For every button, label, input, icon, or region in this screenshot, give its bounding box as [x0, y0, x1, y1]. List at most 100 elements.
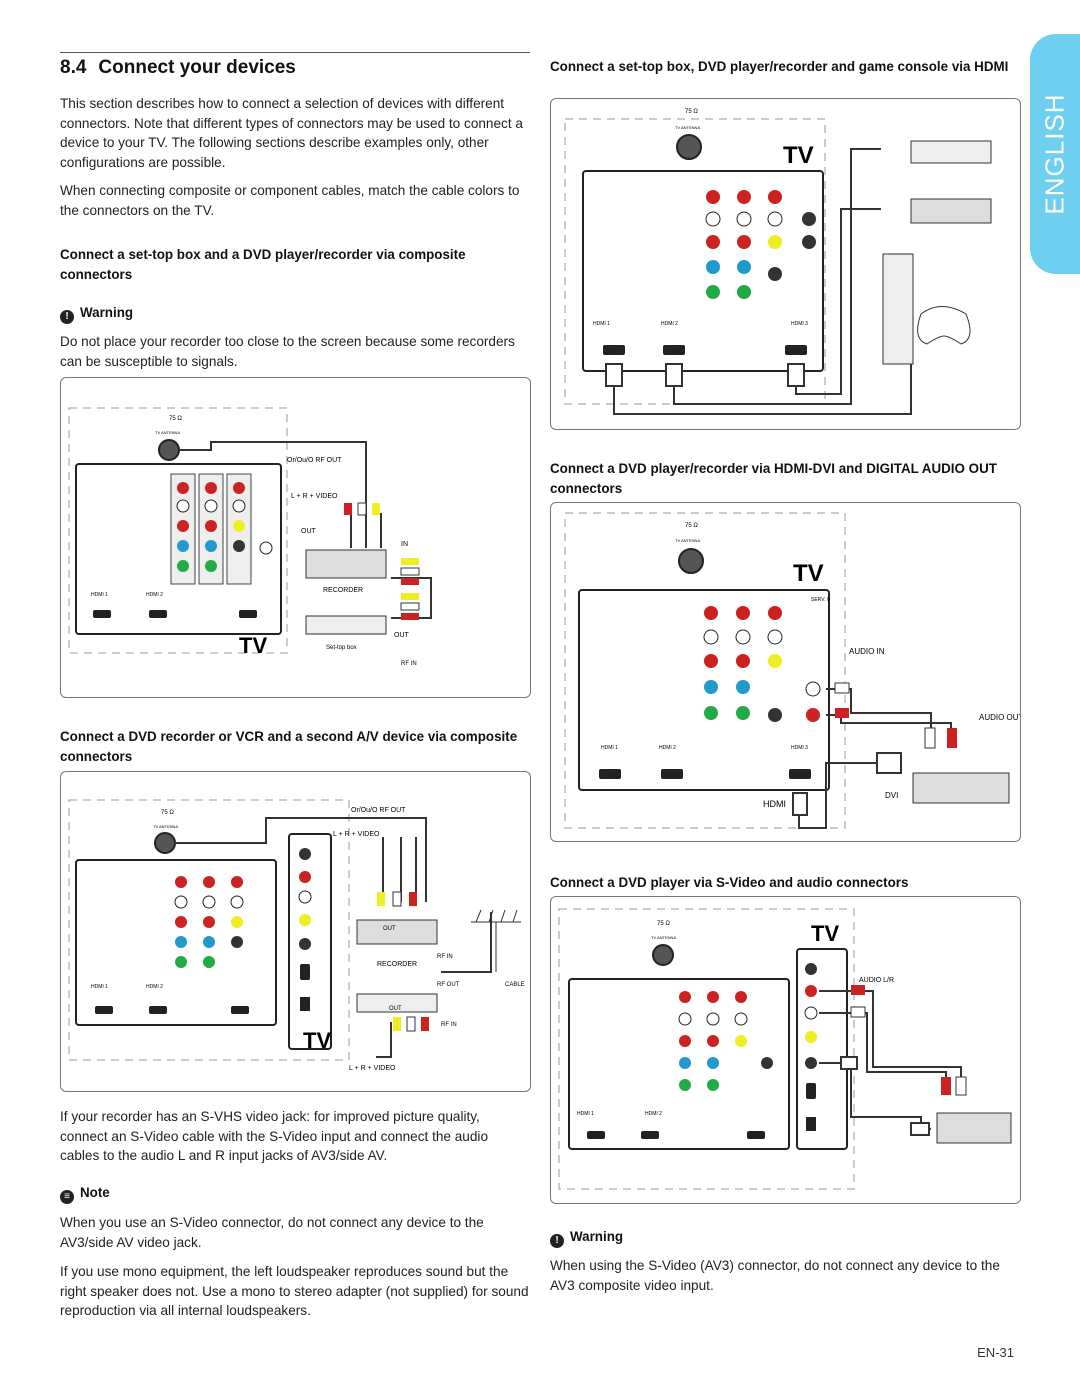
figure-dvd-vcr: 75 Ω TV ANTENNA HDMI 1 HDMI 2 TV Or/Ou/O…	[60, 771, 531, 1092]
recorder-label-2: RECORDER	[377, 961, 417, 968]
plug-group	[344, 502, 420, 620]
out-label: OUT	[301, 528, 317, 535]
rf-out-label-2: Or/Ou/O RF OUT	[351, 807, 406, 814]
hdmi2-port	[149, 610, 167, 618]
tv-label-2: TV	[303, 1028, 331, 1053]
ohm-label-3: 75 Ω	[685, 109, 698, 115]
tv-label-4: TV	[793, 560, 824, 587]
hdmi1-port-3	[603, 345, 625, 355]
rf-out-label: Or/Ou/O RF OUT	[287, 457, 342, 464]
hdmi-label: HDMI	[763, 799, 786, 809]
diagram-svideo: 75 Ω TV ANTENNA TV HDMI 1 HDMI 2 AUDIO L…	[558, 908, 1012, 1190]
out-label-2: OUT	[394, 632, 410, 639]
av-jacks-group	[170, 473, 273, 585]
warning-icon: !	[60, 310, 74, 324]
hdmi2-label-4: HDMI 2	[659, 745, 676, 751]
antenna-icon	[471, 909, 521, 972]
recorder-label: RECORDER	[323, 587, 363, 594]
av-jacks-group-5	[678, 963, 818, 1131]
hdmi1-port-4	[599, 769, 621, 779]
ohm-label-2: 75 Ω	[161, 810, 174, 816]
svhs-paragraph: If your recorder has an S-VHS video jack…	[60, 1109, 489, 1163]
lr-video-label-3: L + R + VIDEO	[349, 1065, 396, 1072]
hdmi1-label-5: HDMI 1	[577, 1111, 594, 1117]
av-jacks-group-2	[174, 848, 312, 1011]
diagram-dvd-vcr: 75 Ω TV ANTENNA HDMI 1 HDMI 2 TV Or/Ou/O…	[68, 799, 525, 1072]
antenna-jack-5	[652, 944, 674, 966]
figure-composite-settop: 75 Ω TV ANTENNA HDMI 1 HDMI 2 TV Or/Ou/O…	[60, 377, 531, 698]
plugs-dvi	[792, 682, 957, 816]
tv-side-panel-5	[796, 948, 848, 1150]
hdmi1-port	[93, 610, 111, 618]
hdmi2-port-3	[663, 345, 685, 355]
hdmi2-label-5: HDMI 2	[645, 1111, 662, 1117]
tv-panel-3	[582, 170, 824, 372]
second-av-device	[356, 993, 438, 1013]
section-heading: 8.4 Connect your devices	[60, 57, 296, 79]
hdmi3-port-4	[789, 769, 811, 779]
warning-heading-1: !Warning	[60, 303, 133, 324]
rf-label: RF IN	[401, 661, 417, 667]
hdmi1-label-3: HDMI 1	[593, 321, 610, 327]
warning-text-2: When using the S-Video (AV3) connector, …	[550, 1258, 1000, 1293]
subheading-hdmi-dvi: Connect a DVD player/recorder via HDMI-D…	[550, 461, 997, 496]
settop-label: Set-top box	[326, 645, 357, 651]
note-icon: ≡	[60, 1190, 74, 1204]
hdmi1-port-2	[95, 1006, 113, 1014]
rf-in-label-3: RF IN	[441, 1022, 457, 1028]
subheading-hdmi: Connect a set-top box, DVD player/record…	[550, 59, 1009, 74]
warning-label-2: Warning	[570, 1229, 624, 1244]
rf-out-label-3: RF OUT	[437, 982, 460, 988]
out-label-4: OUT	[389, 1006, 402, 1012]
warning-text-1: Do not place your recorder too close to …	[60, 334, 515, 369]
hdmi-plugs	[605, 363, 805, 387]
dvd-player-svideo	[936, 1112, 1012, 1144]
lr-video-label: L + R + VIDEO	[291, 493, 338, 500]
section-number: 8.4	[60, 57, 87, 78]
figure-svideo: 75 Ω TV ANTENNA TV HDMI 1 HDMI 2 AUDIO L…	[550, 896, 1021, 1204]
hdmi1-label-2: HDMI 1	[91, 984, 108, 990]
hdmi3-label-4: HDMI 3	[791, 745, 808, 751]
antenna-label-4: TV ANTENNA	[675, 538, 700, 543]
tv-panel-4	[578, 589, 830, 791]
game-console	[882, 253, 914, 365]
hdmi3-port-3	[785, 345, 807, 355]
hdmi2-label-3: HDMI 2	[661, 321, 678, 327]
hdmi1-label: HDMI 1	[91, 592, 108, 598]
hdmi2-label: HDMI 2	[146, 592, 163, 598]
hdmi2-port-5	[641, 1131, 659, 1139]
recorder-device	[305, 549, 387, 579]
diagram-composite-settop: 75 Ω TV ANTENNA HDMI 1 HDMI 2 TV Or/Ou/O…	[68, 407, 432, 667]
hdmi3-label-3: HDMI 3	[791, 321, 808, 327]
diagram-hdmi: 75 Ω TV ANTENNA TV HDMI 1 HDMI 2 HDMI 3	[564, 109, 992, 415]
hdmi2-label-2: HDMI 2	[146, 984, 163, 990]
dvd-recorder-hdmi	[910, 198, 992, 224]
tv-label-5: TV	[811, 921, 839, 946]
antenna-label-2: TV ANTENNA	[153, 824, 178, 829]
servu-label: SERV. U	[811, 597, 831, 603]
game-controller-icon	[917, 306, 971, 345]
settop-box-hdmi	[910, 140, 992, 164]
note-heading: ≡Note	[60, 1183, 110, 1204]
lr-video-label-2: L + R + VIDEO	[333, 831, 380, 838]
figure-hdmi: 75 Ω TV ANTENNA TV HDMI 1 HDMI 2 HDMI 3	[550, 98, 1021, 430]
page-number: EN-31	[977, 1345, 1014, 1360]
dvd-player-dvi	[912, 772, 1010, 804]
figure-hdmi-dvi: 75 Ω TV ANTENNA TV SERV. U HDMI 1 HDMI 2…	[550, 502, 1024, 842]
warning-icon-2: !	[550, 1234, 564, 1248]
hdmi3-port-2	[231, 1006, 249, 1014]
antenna-jack	[158, 439, 180, 461]
subheading-svideo: Connect a DVD player via S-Video and aud…	[550, 875, 909, 890]
av-jacks-group-3	[705, 190, 816, 299]
note-text-1: When you use an S-Video connector, do no…	[60, 1215, 484, 1250]
section-title: Connect your devices	[98, 57, 296, 78]
ohm-label-4: 75 Ω	[685, 523, 698, 529]
hdmi2-port-4	[661, 769, 683, 779]
tv-label: TV	[239, 633, 267, 658]
in-label: IN	[401, 541, 408, 548]
section-rule	[60, 52, 530, 53]
audio-lr-label: AUDIO L/R	[859, 977, 894, 984]
rf-in-label-2: RF IN	[437, 954, 453, 960]
antenna-label: TV ANTENNA	[155, 430, 180, 435]
warning-heading-2: ! Warning	[550, 1227, 623, 1248]
